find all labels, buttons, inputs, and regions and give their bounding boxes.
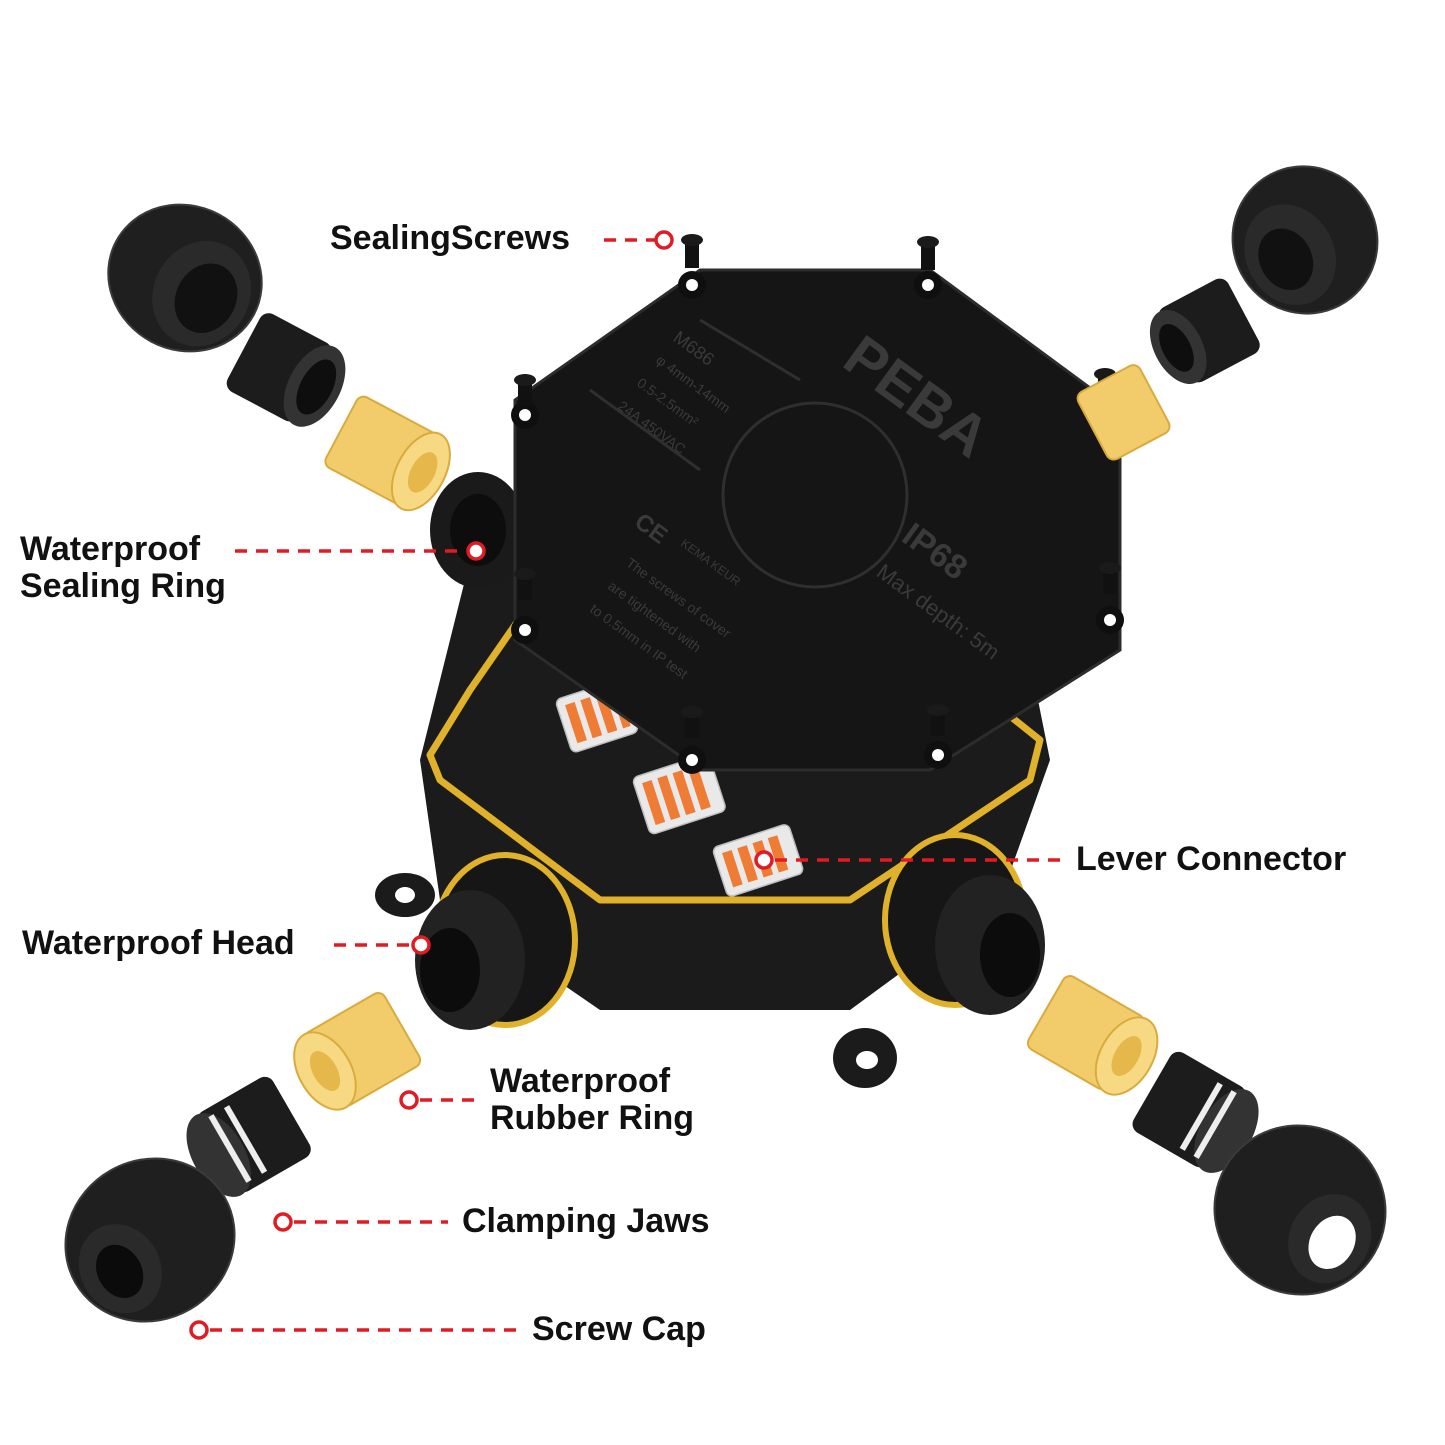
label-waterproof-head: Waterproof Head: [22, 925, 295, 962]
label-waterproof-rubber-ring: Waterproof Rubber Ring: [490, 1063, 694, 1136]
callout-leaders: [189, 230, 1062, 1340]
cable-gland-bottom-right: [1026, 975, 1387, 1296]
point-sealing-screws: [654, 230, 674, 250]
point-screw-cap: [189, 1320, 209, 1340]
cable-gland-top-left: [107, 203, 451, 512]
label-sealing-screws: SealingScrews: [330, 220, 570, 257]
point-rubber-ring: [399, 1090, 419, 1110]
junction-box-cover: PEBA M686 φ 4mm-14mm 0.5-2.5mm² 24A 450V…: [511, 268, 1124, 774]
cable-gland-top-right: [1076, 165, 1379, 461]
label-clamping-jaws: Clamping Jaws: [462, 1203, 710, 1240]
waterproof-head-top-left: [430, 472, 526, 588]
point-clamping-jaws: [273, 1212, 293, 1232]
label-sealing-screws-text: SealingScrews: [330, 219, 571, 257]
point-waterproof-head: [411, 935, 431, 955]
label-waterproof-head-text: Waterproof Head: [22, 924, 295, 962]
label-lever-connector: Lever Connector: [1076, 841, 1346, 878]
label-clamping-jaws-text: Clamping Jaws: [462, 1202, 710, 1240]
cable-gland-bottom-left: [64, 992, 422, 1323]
point-sealing-ring: [466, 541, 486, 561]
waterproof-head-left: [415, 852, 578, 1030]
waterproof-head-right: [882, 832, 1045, 1015]
label-rubber-ring-line-2: Rubber Ring: [490, 1098, 694, 1137]
point-lever-connector: [754, 850, 774, 870]
label-lever-connector-text: Lever Connector: [1076, 840, 1347, 878]
label-waterproof-sealing-ring: Waterproof Sealing Ring: [20, 531, 226, 604]
label-screw-cap-text: Screw Cap: [532, 1310, 706, 1348]
label-sealing-ring-line-1: Waterproof: [20, 530, 201, 568]
label-sealing-ring-line-2: Sealing Ring: [20, 566, 226, 605]
label-rubber-ring-line-1: Waterproof: [490, 1062, 671, 1100]
label-screw-cap: Screw Cap: [532, 1311, 706, 1348]
sealing-screws: [514, 234, 1121, 738]
